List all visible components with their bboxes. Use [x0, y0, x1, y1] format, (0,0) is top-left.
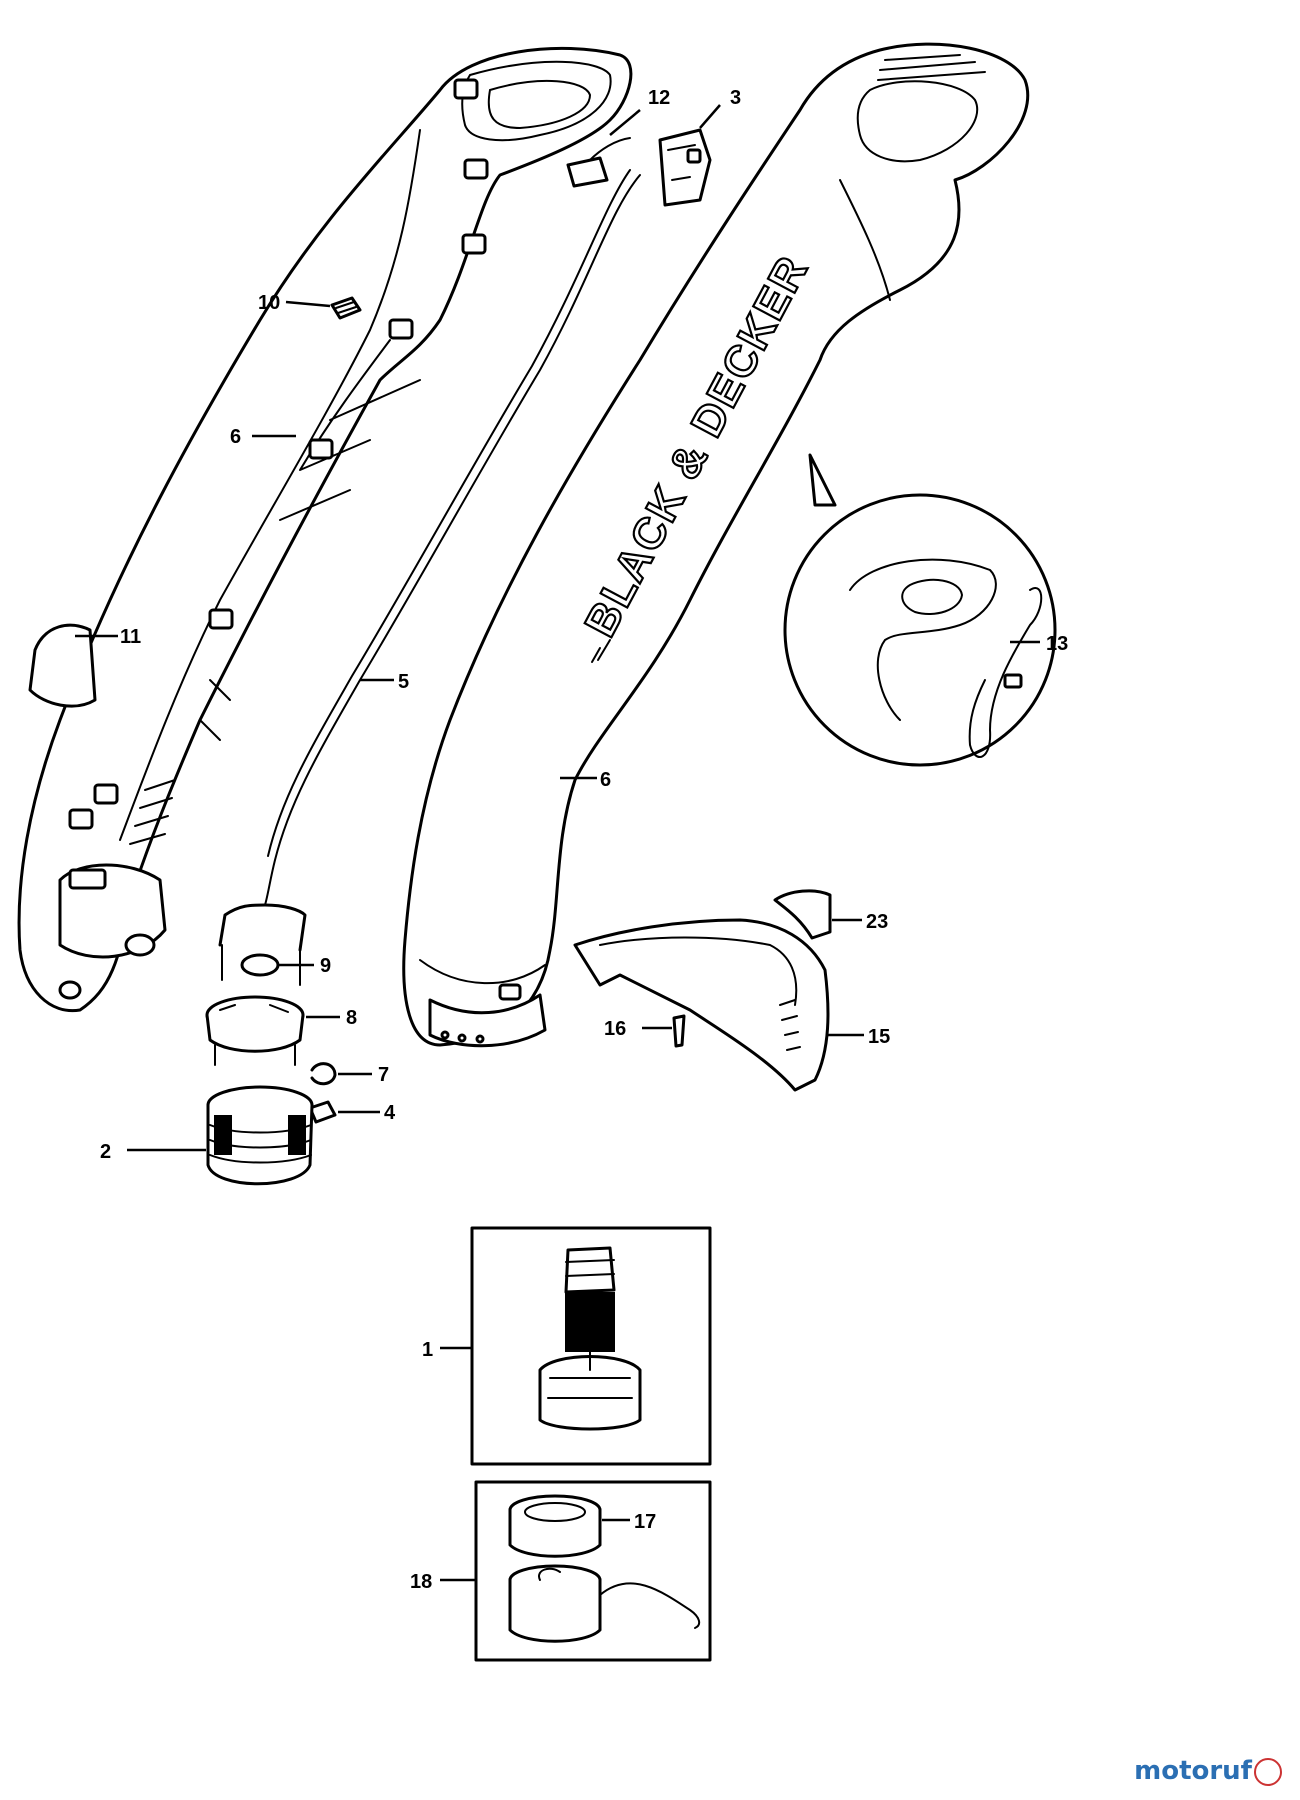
- spool-box: [474, 1480, 712, 1662]
- callout-6b: 6: [600, 769, 611, 791]
- callout-23: 23: [866, 911, 888, 933]
- callout-7: 7: [378, 1064, 389, 1086]
- label-plate: [28, 623, 97, 708]
- stator-part-2: [206, 1085, 314, 1186]
- callout-3: 3: [730, 87, 741, 109]
- retainer-part-9: [240, 953, 280, 977]
- callout-4: 4: [384, 1102, 396, 1124]
- copyright-badge-icon: [1254, 1757, 1282, 1786]
- left-housing-half: [17, 46, 633, 1013]
- callout-12: 12: [648, 87, 670, 109]
- callout-9: 9: [320, 955, 331, 977]
- callout-11: 11: [120, 626, 141, 648]
- callout-15: 15: [868, 1026, 890, 1048]
- connector-part: [566, 137, 631, 188]
- end-cap-part-8: [205, 995, 305, 1066]
- brush-part-4: [308, 1100, 337, 1124]
- callout-13: 13: [1046, 633, 1068, 655]
- callout-16: 16: [604, 1018, 626, 1040]
- guide-part-23: [773, 889, 832, 940]
- callout-labels: 12 3 10 6 11 5 13 6 9 8 23 16 15 7 4 2 1…: [100, 87, 1068, 1593]
- callout-17: 17: [634, 1511, 656, 1533]
- spring-clip-part-7: [310, 1062, 337, 1086]
- guard-part-15: [573, 918, 830, 1092]
- screw-part-10: [330, 296, 362, 320]
- callout-1: 1: [422, 1339, 433, 1361]
- power-cable: [218, 169, 641, 986]
- switch-part: [658, 128, 712, 207]
- screw-part-16: [672, 1014, 686, 1048]
- cord-detail-circle: [783, 453, 1057, 767]
- callout-5: 5: [398, 671, 409, 693]
- callout-8: 8: [346, 1007, 357, 1029]
- watermark-text: motoruf: [1134, 1756, 1252, 1786]
- leader-lines: [75, 104, 1040, 1582]
- armature-box: [470, 1226, 712, 1466]
- watermark: motoruf: [1134, 1756, 1282, 1786]
- callout-6: 6: [230, 426, 241, 448]
- callout-2: 2: [100, 1141, 111, 1163]
- callout-18: 18: [410, 1571, 432, 1593]
- callout-10: 10: [258, 292, 280, 314]
